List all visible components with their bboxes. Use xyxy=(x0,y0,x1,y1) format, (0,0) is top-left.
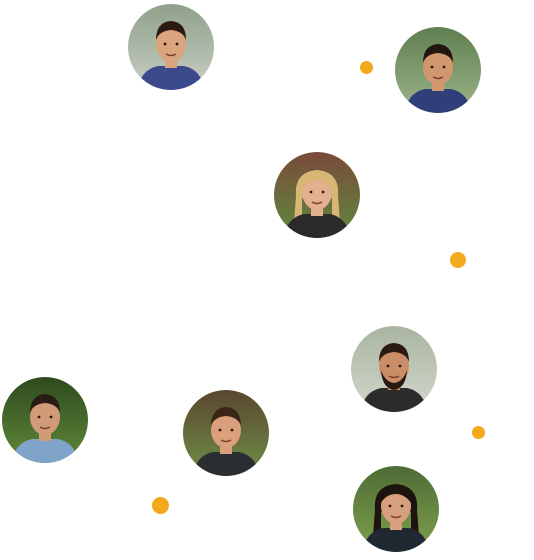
avatar-team-member-7 xyxy=(353,466,439,552)
avatar-team-member-2 xyxy=(395,27,481,113)
decorative-dot xyxy=(450,252,466,268)
portrait-photo xyxy=(351,326,437,412)
portrait-photo xyxy=(128,4,214,90)
avatar-team-member-4 xyxy=(351,326,437,412)
portrait-photo xyxy=(395,27,481,113)
decorative-dot xyxy=(152,497,169,514)
portrait-photo xyxy=(183,390,269,476)
portrait-photo xyxy=(2,377,88,463)
avatar-team-member-6 xyxy=(183,390,269,476)
portrait-photo xyxy=(274,152,360,238)
decorative-dot xyxy=(360,61,373,74)
avatar-team-member-5 xyxy=(2,377,88,463)
avatar-team-member-1 xyxy=(128,4,214,90)
avatar-team-member-3 xyxy=(274,152,360,238)
decorative-dot xyxy=(472,426,485,439)
portrait-photo xyxy=(353,466,439,552)
